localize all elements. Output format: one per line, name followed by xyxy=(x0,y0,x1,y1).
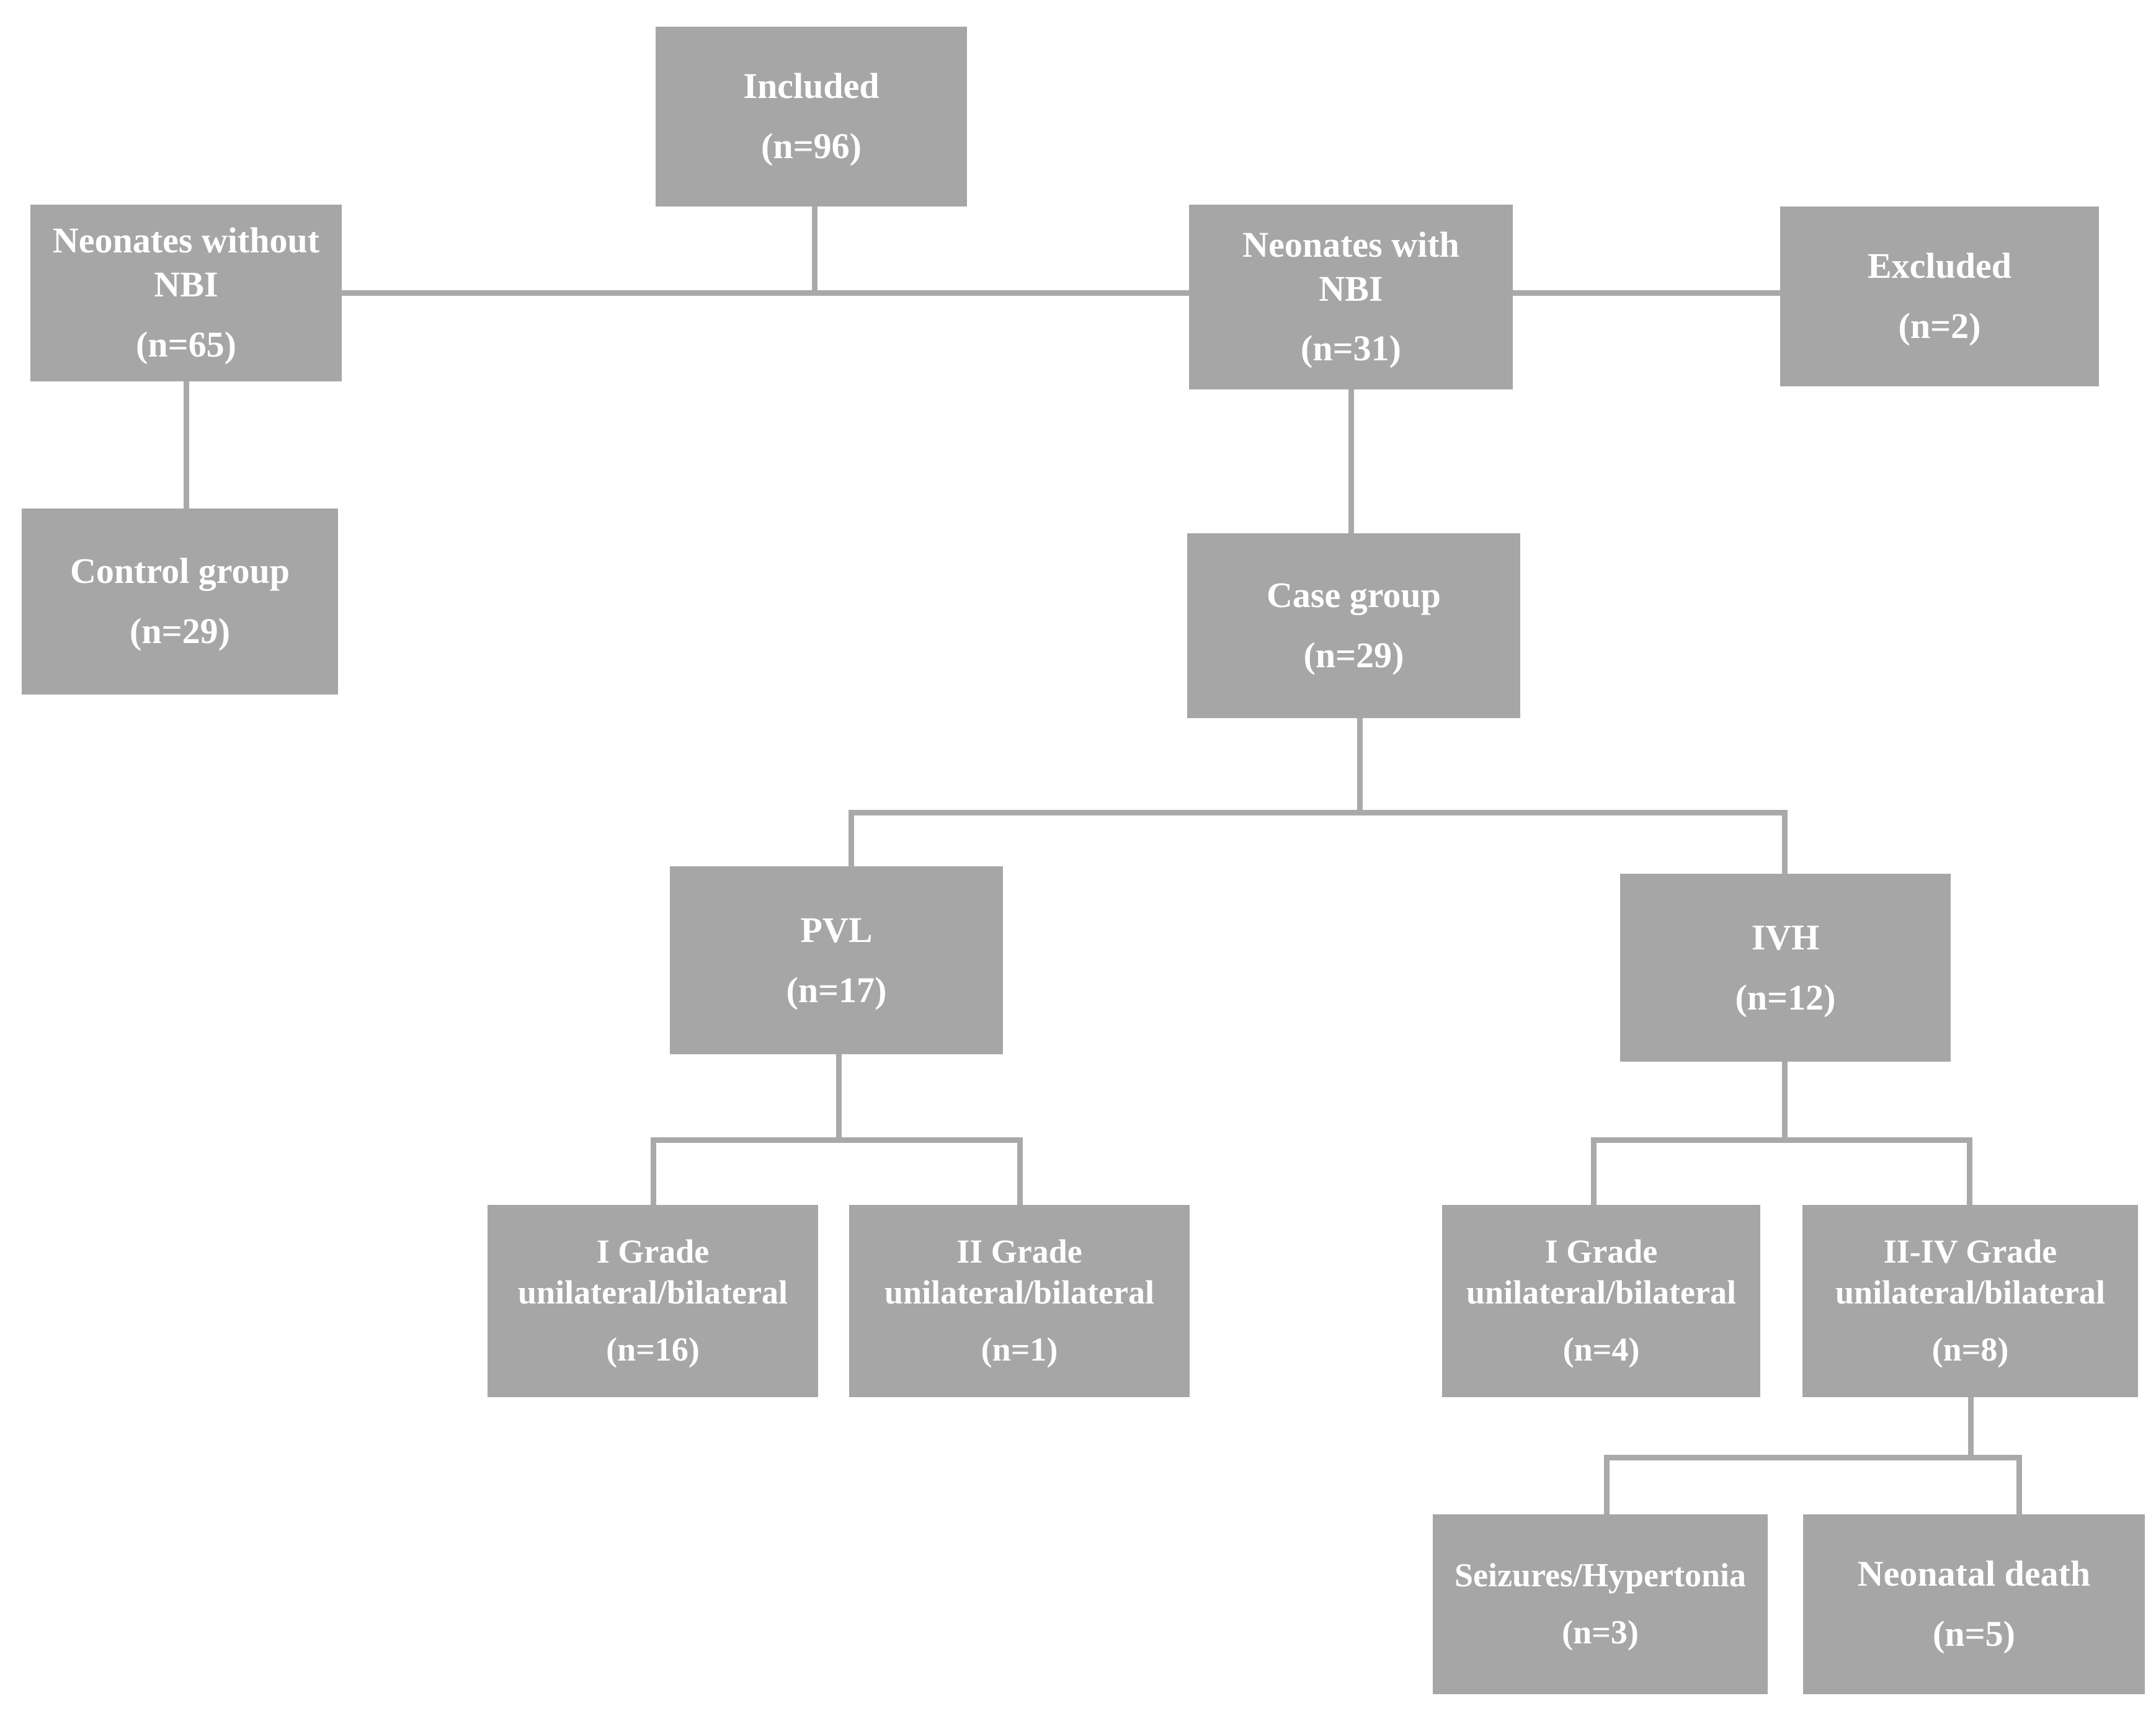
node-pvl-grade2: II Grade unilateral/bilateral (n=1) xyxy=(849,1205,1190,1397)
node-control-group-title: Control group xyxy=(70,551,290,592)
node-ivh-grade2: II-IV Grade unilateral/bilateral (n=8) xyxy=(1802,1205,2138,1397)
connector-ivh-g2-down xyxy=(1967,1137,1972,1205)
node-pvl-grade1-title: I Grade unilateral/bilateral xyxy=(518,1233,788,1312)
node-case-group-title: Case group xyxy=(1267,575,1441,616)
connector-ivh-g1-down xyxy=(1591,1137,1597,1205)
connector-bottom-split-horiz xyxy=(1604,1455,2022,1460)
node-ivh-grade1-count: (n=4) xyxy=(1562,1330,1640,1368)
node-ivh: IVH (n=12) xyxy=(1620,874,1951,1062)
connector-included-down xyxy=(812,207,817,293)
node-seizures-hypertonia: Seizures/Hypertonia (n=3) xyxy=(1433,1514,1768,1694)
connector-split-pvl-down xyxy=(849,810,854,866)
connector-row2-left-horiz xyxy=(342,290,1189,296)
node-seizures-hypertonia-count: (n=3) xyxy=(1562,1614,1639,1651)
node-ivh-grade1: I Grade unilateral/bilateral (n=4) xyxy=(1442,1205,1760,1397)
node-excluded-title: Excluded xyxy=(1867,246,2012,286)
node-pvl-grade1-count: (n=16) xyxy=(606,1330,700,1368)
connector-pvl-split-horiz xyxy=(651,1137,1023,1143)
node-seizures-hypertonia-title: Seizures/Hypertonia xyxy=(1454,1557,1746,1594)
connector-nonbi-control xyxy=(184,381,189,509)
node-pvl-title: PVL xyxy=(800,909,873,950)
node-control-group-count: (n=29) xyxy=(130,611,230,651)
node-included-title: Included xyxy=(743,66,880,107)
node-included: Included (n=96) xyxy=(656,27,967,207)
node-neonates-without-nbi-title: Neonates without NBI xyxy=(52,220,320,305)
connector-pvl-g1-down xyxy=(651,1137,656,1205)
connector-pvl-g2-down xyxy=(1017,1137,1023,1205)
node-pvl-grade1: I Grade unilateral/bilateral (n=16) xyxy=(488,1205,818,1397)
connector-row2-right-horiz xyxy=(1513,290,1780,296)
connector-split-ivh-down xyxy=(1782,810,1788,874)
connector-death-down xyxy=(2016,1455,2022,1514)
connector-seizures-down xyxy=(1604,1455,1610,1514)
connector-case-down xyxy=(1357,718,1363,815)
connector-ivh-split-horiz xyxy=(1591,1137,1972,1143)
node-neonatal-death: Neonatal death (n=5) xyxy=(1803,1514,2145,1694)
node-neonates-with-nbi-title: Neonates with NBI xyxy=(1242,224,1459,309)
connector-ivhg2-down xyxy=(1968,1397,1974,1457)
node-neonates-without-nbi: Neonates without NBI (n=65) xyxy=(30,205,342,381)
node-neonates-with-nbi: Neonates with NBI (n=31) xyxy=(1189,205,1513,389)
node-excluded: Excluded (n=2) xyxy=(1780,207,2099,386)
connector-ivh-down xyxy=(1782,1062,1788,1143)
node-included-count: (n=96) xyxy=(761,126,862,166)
node-pvl-grade2-title: II Grade unilateral/bilateral xyxy=(884,1233,1154,1312)
node-pvl-grade2-count: (n=1) xyxy=(981,1330,1058,1368)
node-control-group: Control group (n=29) xyxy=(22,509,338,695)
node-ivh-grade2-title: II-IV Grade unilateral/bilateral xyxy=(1835,1233,2105,1312)
node-pvl: PVL (n=17) xyxy=(670,866,1003,1054)
connector-pvl-down xyxy=(836,1054,842,1143)
node-neonatal-death-count: (n=5) xyxy=(1933,1614,2015,1654)
node-excluded-count: (n=2) xyxy=(1898,306,1981,346)
node-neonatal-death-title: Neonatal death xyxy=(1857,1553,2091,1594)
node-ivh-grade1-title: I Grade unilateral/bilateral xyxy=(1466,1233,1736,1312)
node-case-group: Case group (n=29) xyxy=(1187,533,1520,718)
connector-withnbi-case xyxy=(1348,389,1354,533)
node-ivh-count: (n=12) xyxy=(1735,977,1836,1018)
node-neonates-without-nbi-count: (n=65) xyxy=(136,324,236,365)
node-neonates-with-nbi-count: (n=31) xyxy=(1301,328,1401,369)
node-pvl-count: (n=17) xyxy=(786,969,887,1010)
node-ivh-grade2-count: (n=8) xyxy=(1931,1330,2009,1368)
connector-case-split-horiz xyxy=(849,810,1788,815)
node-case-group-count: (n=29) xyxy=(1303,635,1404,675)
node-ivh-title: IVH xyxy=(1751,917,1820,957)
